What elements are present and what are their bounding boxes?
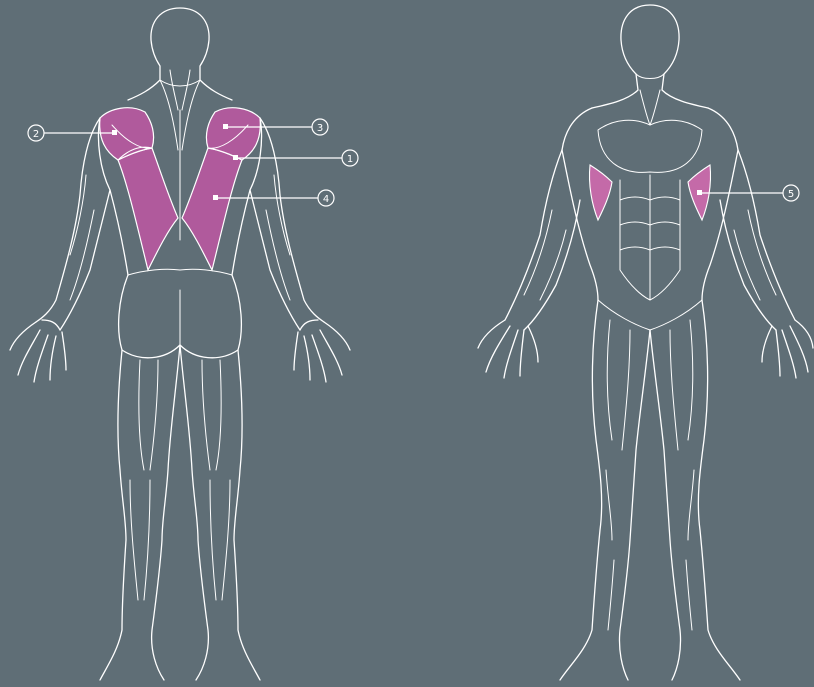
marker-1-label: 1: [347, 154, 353, 165]
front-head: [592, 5, 708, 108]
back-right-hand: [294, 320, 350, 382]
back-left-leg: [100, 345, 180, 680]
front-serratus-left: [589, 165, 612, 220]
back-right-leg: [180, 345, 260, 680]
front-left-hand: [478, 320, 538, 378]
marker-2-label: 2: [33, 129, 39, 140]
front-abdominals: [620, 175, 680, 300]
back-latissimus-left: [118, 148, 178, 270]
marker-1: 1: [233, 150, 358, 166]
front-right-leg: [650, 300, 740, 680]
back-left-hand: [10, 320, 66, 382]
marker-3-label: 3: [317, 123, 323, 134]
front-right-hand: [762, 320, 813, 378]
marker-4-label: 4: [323, 194, 329, 205]
back-view-figure: [10, 8, 350, 680]
front-view-figure: [478, 5, 813, 680]
front-left-leg: [560, 300, 650, 680]
marker-5: 5: [697, 185, 799, 201]
marker-5-label: 5: [788, 189, 794, 200]
back-latissimus-right: [182, 148, 242, 270]
